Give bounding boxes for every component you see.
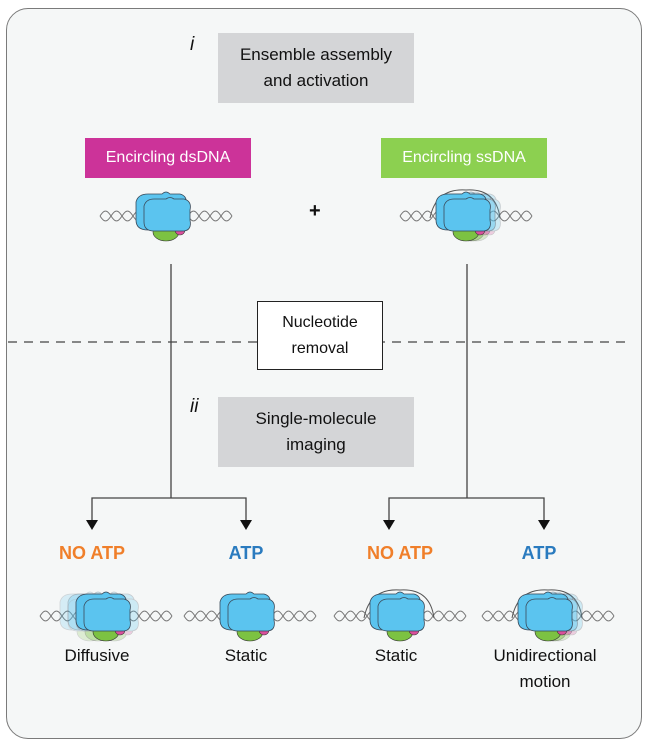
static-ssdna-complex-icon	[330, 588, 470, 649]
left-split-arrow	[91, 497, 247, 520]
unidirectional-complex-icon	[478, 588, 618, 649]
stage-ii-box: Single-molecule imaging	[218, 397, 414, 467]
condition-atp: ATP	[521, 543, 557, 563]
condition-no-atp: NO ATP	[59, 543, 125, 563]
outcome-unidirectional: Unidirectional motion	[493, 646, 597, 691]
dsdna-tag: Encircling dsDNA	[85, 138, 251, 178]
nucleotide-removal-box: Nucleotide removal	[257, 301, 383, 370]
condition-atp: ATP	[228, 543, 264, 563]
condition-no-atp: NO ATP	[367, 543, 433, 563]
stage-ii-numeral: ii	[190, 396, 199, 417]
dsdna-complex-icon	[96, 188, 236, 249]
ssdna-complex-icon	[396, 188, 536, 249]
outcome-static-ssdna: Static	[374, 646, 418, 665]
arrowhead	[240, 520, 252, 530]
arrowhead	[383, 520, 395, 530]
outcome-static-dsdna: Static	[224, 646, 268, 665]
arrowhead	[538, 520, 550, 530]
arrowhead	[86, 520, 98, 530]
stage-i-box: Ensemble assembly and activation	[218, 33, 414, 103]
outcome-diffusive: Diffusive	[64, 646, 130, 665]
stage-i-numeral: i	[190, 34, 195, 55]
diffusive-complex-icon	[36, 588, 176, 649]
ssdna-tag: Encircling ssDNA	[381, 138, 547, 178]
static-dsdna-complex-icon	[180, 588, 320, 649]
plus-sign: +	[309, 200, 321, 222]
right-split-arrow	[388, 497, 545, 520]
